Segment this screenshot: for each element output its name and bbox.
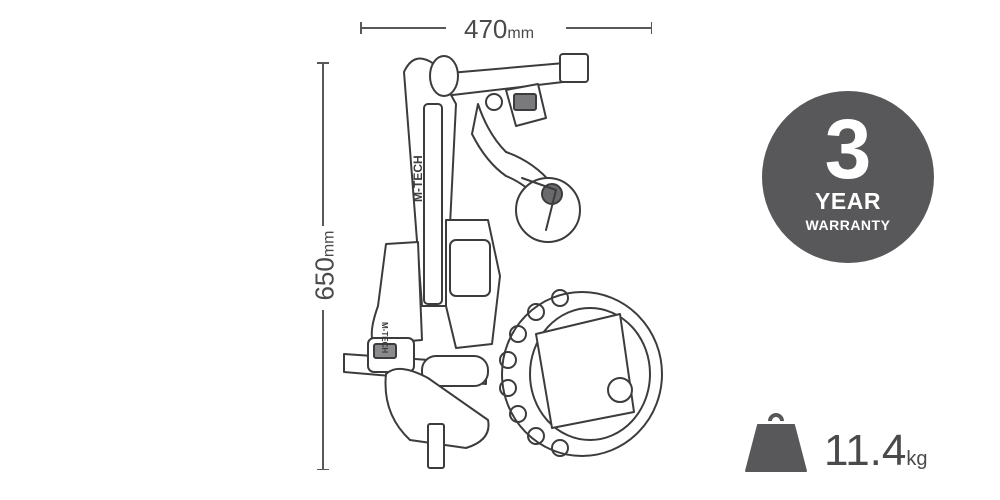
width-dimension-line-left [360, 27, 446, 29]
handle-clip [559, 53, 589, 83]
axle-cap [421, 355, 489, 387]
warranty-badge: 3 YEAR WARRANTY [762, 91, 934, 263]
weight-value: 11.4 [824, 426, 907, 475]
rear-wheel-hub [607, 377, 633, 403]
height-dimension-line-top [322, 62, 324, 226]
golf-trolley-illustration: M-TECH M-TECH [343, 53, 663, 469]
width-dimension-line-right [566, 27, 652, 29]
battery-pack [449, 239, 491, 297]
handle-knob [429, 55, 459, 97]
weight-readout: 11.4kg [824, 426, 928, 484]
console-screen [513, 93, 537, 111]
height-dimension-line-bottom [322, 310, 324, 470]
width-dimension: 470mm [358, 14, 654, 45]
warranty-years: 3 [824, 102, 872, 196]
width-dimension-label: 470mm [464, 14, 574, 45]
warranty-year-label: YEAR [815, 188, 881, 214]
lower-wheel [384, 367, 490, 449]
height-dimension-cap-bottom [317, 468, 329, 470]
width-dimension-cap-right [650, 22, 652, 34]
height-dimension-label: 650mm [310, 211, 341, 321]
rear-wheel-frame [535, 313, 635, 429]
lower-body [370, 241, 423, 345]
height-value: 650 [309, 257, 340, 301]
width-unit: mm [507, 25, 535, 42]
height-dimension: 650mm [308, 60, 341, 472]
upper-wheel-spoke [521, 177, 557, 231]
stand-leg [427, 423, 445, 469]
weight-unit: kg [906, 448, 928, 470]
brand-label-shaft: M-TECH [411, 155, 425, 202]
upper-wheel [515, 177, 581, 243]
warranty-label: WARRANTY [805, 217, 891, 233]
width-value: 470 [464, 14, 508, 44]
shaft-front-panel [423, 103, 443, 305]
upper-pivot [485, 93, 503, 111]
brand-label-body: M-TECH [380, 322, 389, 353]
front-controller-screen [373, 343, 397, 359]
height-unit: mm [320, 230, 338, 258]
weight-icon [745, 413, 807, 472]
